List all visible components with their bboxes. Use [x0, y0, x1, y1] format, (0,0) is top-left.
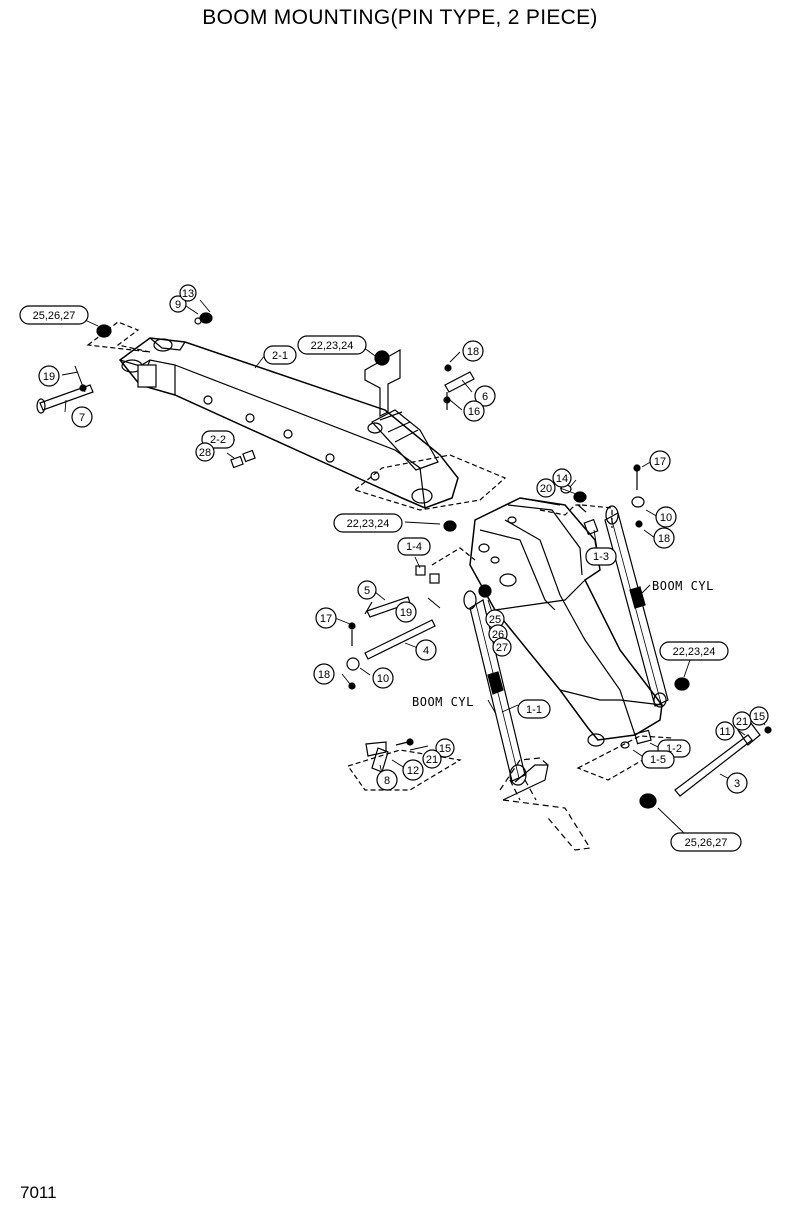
- svg-text:8: 8: [384, 775, 390, 787]
- right-boom-cylinder: [604, 505, 669, 708]
- callout-9: 9: [169, 295, 187, 313]
- svg-text:25: 25: [489, 614, 501, 626]
- callout-22-23-24-mid: 22,23,24: [333, 513, 403, 533]
- svg-text:9: 9: [175, 299, 181, 311]
- callout-4: 4: [415, 639, 437, 661]
- svg-text:4: 4: [423, 645, 429, 657]
- svg-text:2-1: 2-1: [272, 350, 288, 362]
- part-callouts: 25,26,27 9 13 19 7 2-1 22,23,24 18 6 16 …: [19, 284, 769, 852]
- callout-6: 6: [474, 385, 496, 407]
- boom-assembly: [431, 497, 674, 781]
- callout-17-left: 17: [315, 607, 337, 629]
- arm-bushing-bracket: [364, 348, 401, 417]
- callout-28: 28: [195, 442, 215, 462]
- arm-assembly: [86, 321, 507, 511]
- svg-text:21: 21: [426, 754, 438, 766]
- callout-12: 12: [402, 759, 424, 781]
- svg-text:21: 21: [736, 716, 748, 728]
- svg-text:22,23,24: 22,23,24: [673, 646, 716, 658]
- svg-text:27: 27: [496, 642, 508, 654]
- pins-and-parts: [36, 312, 772, 809]
- callout-22-23-24-right: 22,23,24: [659, 641, 729, 661]
- svg-text:20: 20: [540, 483, 552, 495]
- callout-10-right: 10: [655, 506, 677, 528]
- svg-text:14: 14: [556, 473, 568, 485]
- svg-text:11: 11: [719, 726, 730, 738]
- svg-text:25,26,27: 25,26,27: [685, 837, 728, 849]
- callout-1-3: 1-3: [585, 547, 617, 566]
- callout-17-right: 17: [649, 450, 671, 472]
- left-boom-cylinder: [463, 590, 592, 851]
- callout-18-top: 18: [462, 340, 484, 362]
- boom-cyl-label-right: BOOM CYL: [652, 579, 714, 593]
- svg-text:17: 17: [654, 456, 666, 468]
- svg-text:1-1: 1-1: [526, 704, 542, 716]
- callout-1-4: 1-4: [397, 537, 431, 556]
- callout-15-left: 15: [435, 738, 455, 758]
- svg-text:18: 18: [658, 533, 670, 545]
- svg-text:12: 12: [407, 765, 419, 777]
- callout-2-2: 2-2: [201, 430, 235, 449]
- svg-text:22,23,24: 22,23,24: [347, 518, 390, 530]
- svg-text:13: 13: [182, 288, 194, 300]
- callout-11: 11: [715, 721, 735, 741]
- svg-text:5: 5: [364, 585, 370, 597]
- page-code: 7011: [20, 1183, 57, 1202]
- callout-1-1: 1-1: [517, 699, 551, 719]
- svg-text:18: 18: [467, 346, 479, 358]
- callout-10-left: 10: [372, 667, 394, 689]
- boom-cyl-label-left: BOOM CYL: [412, 695, 474, 709]
- page-title: BOOM MOUNTING(PIN TYPE, 2 PIECE): [202, 6, 598, 29]
- callout-25-26-27-bottom: 25,26,27: [670, 832, 742, 852]
- svg-text:1-4: 1-4: [406, 541, 422, 553]
- callout-2-1: 2-1: [263, 345, 297, 365]
- callout-3: 3: [726, 772, 748, 794]
- svg-text:16: 16: [468, 406, 480, 418]
- callout-16: 16: [463, 400, 485, 422]
- callout-21-right: 21: [732, 711, 752, 731]
- svg-text:3: 3: [734, 778, 740, 790]
- svg-text:19: 19: [400, 607, 412, 619]
- callout-19-mid: 19: [395, 601, 417, 623]
- callout-14: 14: [552, 468, 572, 488]
- callout-27: 27: [492, 637, 512, 657]
- callout-18-right: 18: [653, 527, 675, 549]
- callout-8: 8: [376, 769, 398, 791]
- svg-text:18: 18: [318, 669, 330, 681]
- callout-25-26-27-top: 25,26,27: [19, 305, 89, 325]
- callout-18-left: 18: [313, 663, 335, 685]
- callout-15-right: 15: [749, 706, 769, 726]
- svg-text:15: 15: [753, 711, 765, 723]
- svg-text:28: 28: [199, 447, 211, 459]
- svg-text:25,26,27: 25,26,27: [33, 310, 76, 322]
- leader-lines: [61, 299, 766, 835]
- callout-13: 13: [179, 284, 197, 302]
- callout-1-5: 1-5: [641, 750, 675, 769]
- svg-text:15: 15: [439, 743, 451, 755]
- svg-text:6: 6: [482, 391, 488, 403]
- svg-text:1-3: 1-3: [593, 551, 609, 563]
- callout-19-left: 19: [38, 365, 60, 387]
- svg-text:17: 17: [320, 613, 332, 625]
- svg-text:22,23,24: 22,23,24: [311, 340, 354, 352]
- callout-22-23-24-top: 22,23,24: [297, 335, 367, 355]
- svg-text:7: 7: [79, 412, 85, 424]
- callout-21-left: 21: [422, 749, 442, 769]
- callout-20: 20: [536, 478, 556, 498]
- svg-text:19: 19: [43, 371, 55, 383]
- svg-text:2-2: 2-2: [210, 434, 226, 446]
- svg-text:10: 10: [377, 673, 389, 685]
- callout-7: 7: [71, 406, 93, 428]
- callout-5: 5: [357, 580, 377, 600]
- svg-text:1-5: 1-5: [650, 754, 666, 766]
- svg-text:10: 10: [660, 512, 672, 524]
